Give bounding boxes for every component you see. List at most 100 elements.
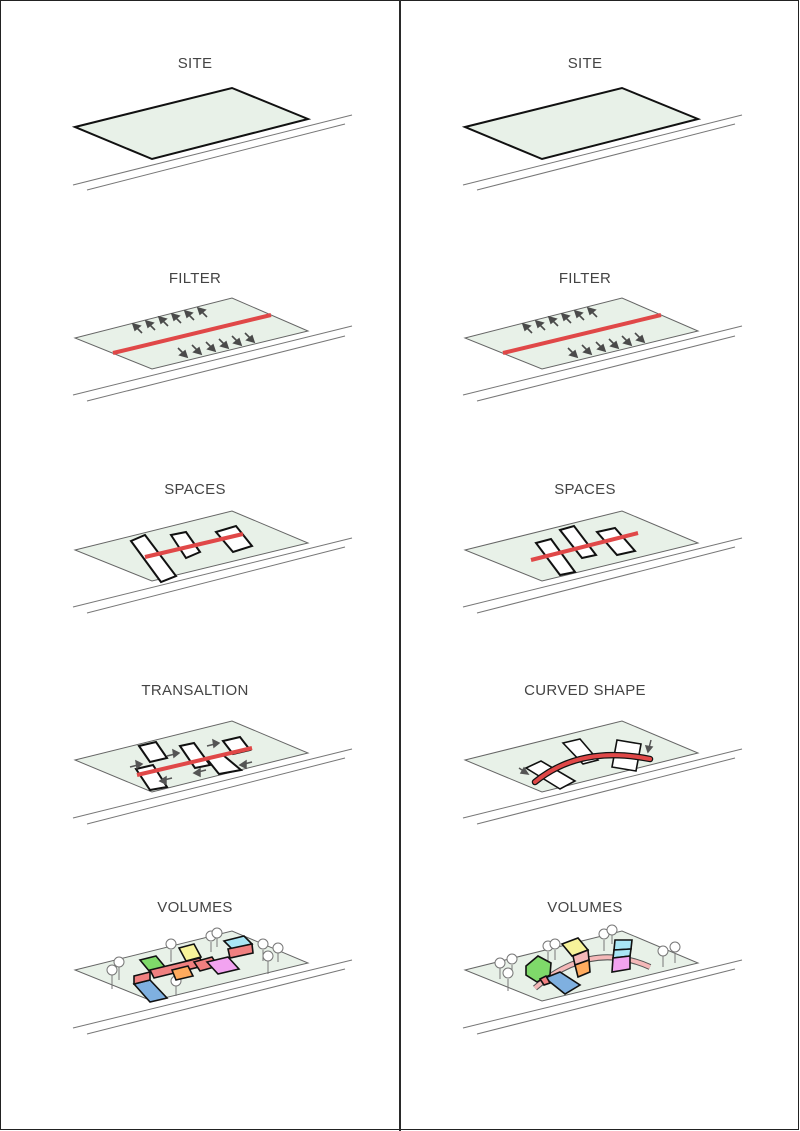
space-block: [534, 537, 577, 577]
step-title: SITE: [567, 55, 603, 72]
site-diagram: [461, 86, 743, 191]
site-plot: [461, 86, 702, 161]
road-line: [462, 325, 743, 396]
step-spaces: SPACES: [390, 481, 789, 694]
road-line: [462, 748, 743, 819]
arrow-icon: [183, 309, 195, 321]
spaces-diagram: [72, 510, 353, 614]
tree-icon: [669, 941, 681, 963]
step-site: SITE: [0, 55, 399, 268]
step-title: TRANSALTION: [141, 682, 249, 699]
step-title: VOLUMES: [547, 899, 623, 916]
tree-icon: [494, 957, 506, 979]
road-line: [86, 546, 346, 614]
road-line: [476, 335, 736, 402]
road-line: [476, 546, 736, 614]
step-translation: TRANSALTION: [0, 682, 399, 895]
tree-icon: [262, 950, 274, 974]
arrow-icon: [144, 319, 156, 331]
arrow-icon: [534, 319, 546, 331]
arrow-icon: [586, 306, 598, 318]
right-column: SITE FILTER: [401, 0, 800, 1131]
step-title: VOLUMES: [157, 899, 233, 916]
arrow-icon: [205, 341, 217, 353]
arrow-icon: [166, 748, 181, 759]
road-line: [476, 123, 736, 191]
space-block: [595, 526, 637, 557]
curved-axis: [533, 753, 652, 784]
arrow-icon: [518, 766, 530, 775]
tree-icon: [657, 945, 669, 967]
filter-axis: [502, 313, 662, 355]
trees: [494, 924, 681, 991]
road-line: [476, 757, 736, 825]
arrow-icon: [231, 335, 243, 347]
arrows-northwest: [131, 306, 208, 334]
volumes-diagram: [462, 924, 743, 1035]
road-line: [476, 968, 736, 1035]
tree-icon: [502, 967, 514, 991]
step-title: CURVED SHAPE: [524, 682, 646, 699]
road-line: [462, 537, 743, 608]
space-block: [137, 740, 169, 764]
tree-icon: [211, 927, 223, 947]
space-block: [214, 524, 254, 554]
road-line: [462, 114, 743, 186]
volume-pink: [205, 956, 241, 975]
arrow-icon: [192, 767, 207, 778]
arrow-icon: [177, 347, 189, 359]
volumes-diagram: [72, 927, 353, 1035]
road-line: [462, 959, 743, 1029]
tree-icon: [272, 942, 284, 962]
translation-diagram: [72, 720, 353, 825]
step-title: FILTER: [168, 270, 222, 287]
arrow-icon: [560, 312, 572, 324]
site-plot: [71, 86, 312, 161]
arrow-icon: [621, 335, 633, 347]
arrows-northwest: [521, 306, 598, 334]
arrow-icon: [581, 344, 593, 356]
arrow-icon: [129, 759, 144, 770]
road-line: [86, 757, 346, 825]
arrow-icon: [573, 309, 585, 321]
filter-diagram: [72, 297, 353, 402]
road-line: [86, 968, 346, 1035]
step-filter: FILTER: [390, 270, 789, 483]
arrow-icon: [595, 341, 607, 353]
arrow-icon: [608, 338, 620, 350]
tree-icon: [606, 924, 618, 944]
volume-blocks: [132, 935, 254, 1003]
step-title: FILTER: [558, 270, 612, 287]
arrow-icon: [196, 306, 208, 318]
step-spaces: SPACES: [0, 481, 399, 694]
arrow-icon: [244, 332, 256, 344]
tree-icon: [106, 964, 118, 989]
arrow-icon: [157, 315, 169, 327]
tree-icon: [549, 938, 561, 960]
arrow-icon: [218, 338, 230, 350]
step-site: SITE: [390, 55, 789, 268]
step-curved-shape: CURVED SHAPE: [390, 682, 789, 895]
axis-line: [530, 531, 639, 562]
road-line: [72, 325, 353, 396]
volume-orange: [170, 965, 195, 981]
road-line: [72, 537, 353, 608]
volume-orange: [574, 958, 591, 979]
arrow-icon: [191, 344, 203, 356]
curve-arrows: [518, 739, 654, 775]
arrows-southeast: [177, 332, 256, 359]
volume-pink: [611, 955, 631, 973]
road-line: [72, 114, 353, 186]
arrow-icon: [170, 312, 182, 324]
space-block: [524, 760, 577, 790]
axis-line: [136, 746, 253, 777]
translation-arrows: [129, 738, 253, 786]
arrow-icon: [238, 759, 253, 770]
step-title: SITE: [177, 55, 213, 72]
step-title: SPACES: [554, 481, 616, 498]
axis-line: [144, 532, 244, 559]
space-block: [134, 763, 169, 792]
tree-icon: [165, 938, 177, 962]
space-block: [129, 533, 178, 584]
volume-yellow: [177, 943, 203, 962]
